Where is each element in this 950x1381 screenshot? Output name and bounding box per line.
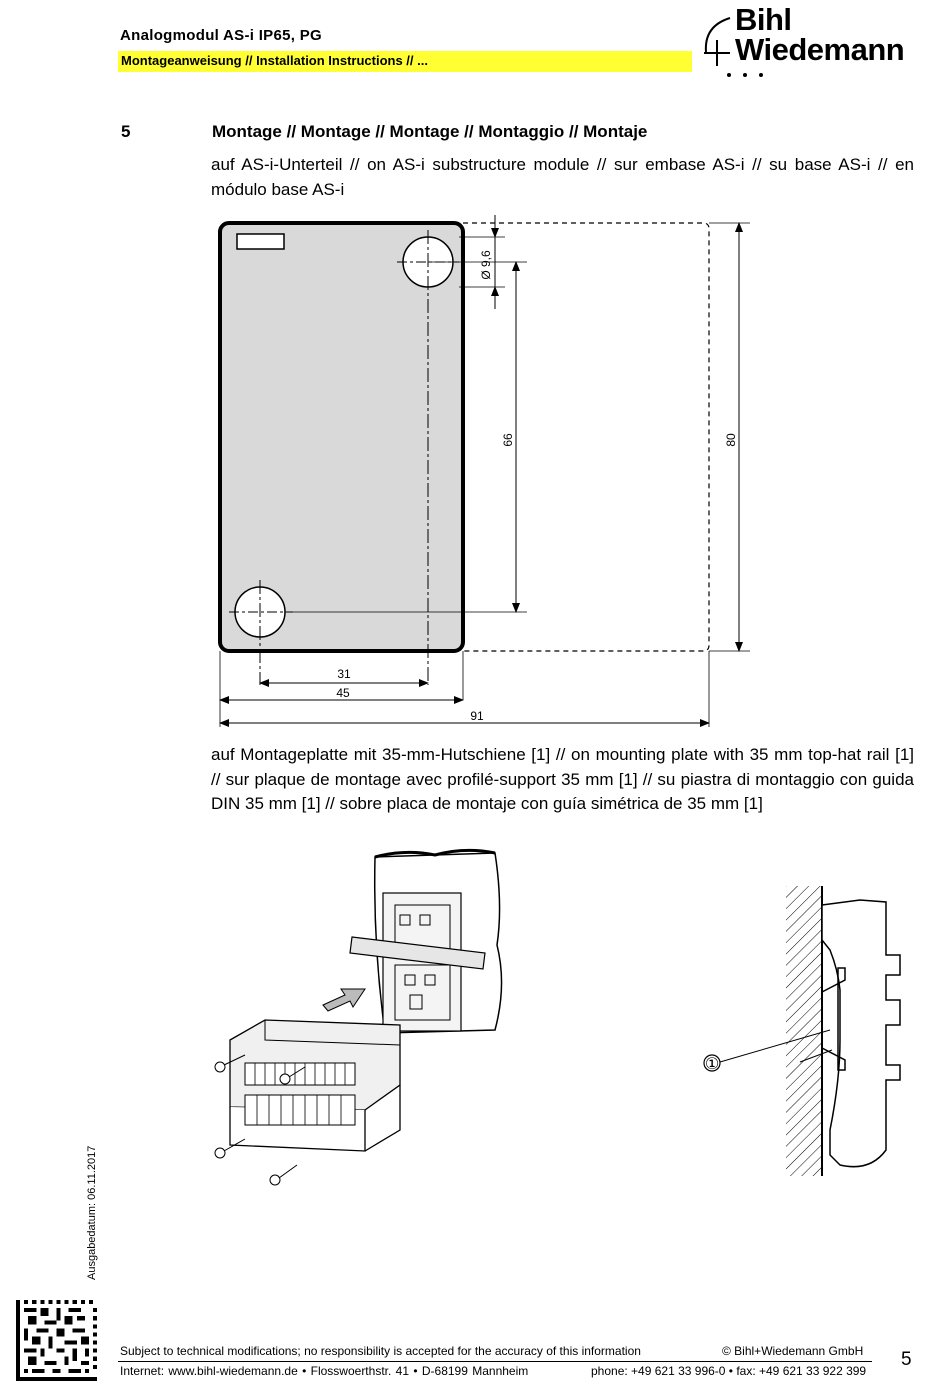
mounting-illustration: [214, 848, 503, 1186]
issue-date: Ausgabedatum: 06.11.2017: [86, 1145, 98, 1280]
paragraph-substructure: auf AS-i-Unterteil // on AS-i substructu…: [211, 155, 914, 199]
bihl-wiedemann-logo: [704, 17, 763, 77]
section-number: 5: [121, 122, 131, 141]
footer-address: Internet: www.bihl-wiedemann.de • Flossw…: [120, 1364, 529, 1378]
callout-number: ①: [705, 1054, 719, 1073]
dimension-drawing: Ø 9,6 66 80 31 45 91: [218, 215, 750, 727]
dim-91: 91: [470, 709, 484, 723]
document-subtitle: Montageanweisung // Installation Instruc…: [121, 53, 428, 68]
dim-80: 80: [724, 433, 738, 447]
module-outline: [218, 221, 465, 653]
dim-66: 66: [501, 433, 515, 447]
section-title: Montage // Montage // Montage // Montagg…: [212, 122, 648, 141]
subtitle-highlight-bar: [118, 51, 692, 72]
wall-hatch: [786, 886, 822, 1176]
dim-31: 31: [337, 667, 351, 681]
label-field: [236, 233, 285, 250]
footer-contact: phone: +49 621 33 996-0 • fax: +49 621 3…: [591, 1364, 867, 1378]
logo-text-wiedemann: Wiedemann: [735, 32, 905, 67]
footer-copyright: © Bihl+Wiedemann GmbH: [722, 1344, 864, 1358]
footer-divider: [118, 1361, 872, 1362]
dim-hole-diameter: Ø 9,6: [479, 250, 493, 280]
footer-disclaimer: Subject to technical modifications; no r…: [120, 1344, 641, 1358]
datamatrix-code: [16, 1300, 97, 1381]
page-number: 5: [901, 1349, 912, 1370]
document-title: Analogmodul AS-i IP65, PG: [120, 27, 322, 44]
rail-side-view: ①: [703, 886, 901, 1176]
dim-45: 45: [336, 686, 350, 700]
paragraph-top-hat-rail: auf Montageplatte mit 35-mm-Hutschiene […: [211, 745, 914, 813]
logo-text-bihl: Bihl: [735, 2, 792, 37]
